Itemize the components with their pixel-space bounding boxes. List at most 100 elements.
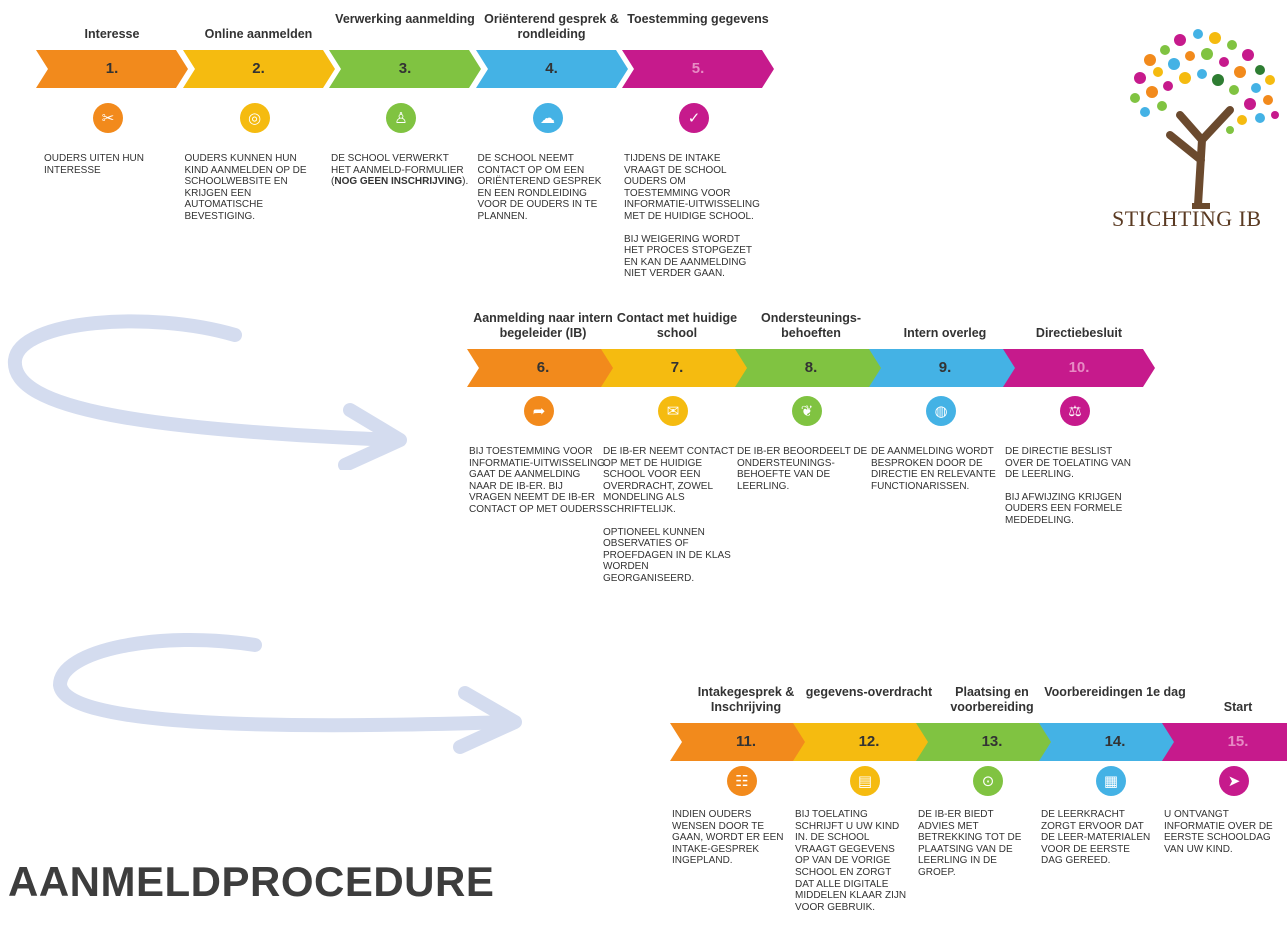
step-description: U ONTVANGT INFORMATIE OVER DE EERSTE SCH… bbox=[1164, 809, 1276, 866]
calendar-icon: ▦ bbox=[1096, 766, 1126, 796]
step-chevron bbox=[916, 723, 1068, 761]
tools-icon: ✂ bbox=[93, 103, 123, 133]
desc-paragraph: OUDERS KUNNEN HUN KIND AANMELDEN OP DE S… bbox=[184, 153, 307, 222]
desc-paragraph: OPTIONEEL KUNNEN OBSERVATIES OF PROEFDAG… bbox=[603, 526, 731, 584]
curved-arrow-row1-to-row2 bbox=[7, 314, 407, 470]
desc-paragraph: DE IB-ER NEEMT CONTACT OP MET DE HUIDIGE… bbox=[603, 446, 735, 515]
desc-text: ). bbox=[462, 176, 469, 188]
desc-paragraph: BIJ AFWIJZING KRIJGEN OUDERS EEN FORMELE… bbox=[1005, 491, 1123, 526]
step-chevron bbox=[601, 349, 753, 387]
step-description: DE SCHOOL VERWERKT HET AANMELD-FORMULIER… bbox=[331, 153, 469, 188]
step-number: 6. bbox=[536, 359, 550, 376]
step-chevron bbox=[1003, 349, 1155, 387]
step-number: 10. bbox=[1068, 359, 1090, 376]
step-number: 4. bbox=[545, 60, 558, 77]
tree-logo-icon bbox=[1130, 29, 1279, 209]
step-title: gegevens-overdracht bbox=[805, 685, 933, 699]
chat-bubbles-icon: ☁ bbox=[532, 103, 563, 133]
step-number: 14. bbox=[1104, 733, 1126, 750]
desc-paragraph: DE IB-ER BIEDT ADVIES MET BETREKKING TOT… bbox=[918, 809, 1022, 878]
desc-paragraph: TIJDENS DE INTAKE VRAAGT DE SCHOOL OUDER… bbox=[624, 153, 760, 222]
step-title: Online aanmelden bbox=[204, 27, 313, 41]
phone-mail-icon: ✉ bbox=[658, 396, 688, 426]
desc-paragraph: BIJ TOESTEMMING VOOR INFORMATIE-UITWISSE… bbox=[469, 446, 605, 515]
step-description: TIJDENS DE INTAKE VRAAGT DE SCHOOL OUDER… bbox=[624, 153, 762, 291]
step-chevron bbox=[36, 50, 188, 88]
location-pin-icon: ⊙ bbox=[973, 766, 1003, 796]
step-description: DE AANMELDING WORDT BESPROKEN DOOR DE DI… bbox=[871, 446, 1009, 503]
desc-paragraph: DE SCHOOL NEEMT CONTACT OP OM EEN ORIËNT… bbox=[477, 153, 602, 222]
desc-paragraph: DE LEERKRACHT ZORGT ERVOOR DAT DE LEER-M… bbox=[1041, 809, 1151, 867]
step-title: Voorbereidingen 1e dag bbox=[1044, 685, 1186, 699]
step-title: Aanmelding naar intern begeleider (IB) bbox=[473, 311, 613, 340]
person-at-desk-icon: ♙ bbox=[386, 103, 416, 133]
step-description: DE SCHOOL NEEMT CONTACT OP OM EEN ORIËNT… bbox=[478, 153, 616, 234]
step-title: Verwerking aanmelding bbox=[335, 12, 475, 26]
step-title: Intakegesprek & Inschrijving bbox=[697, 685, 795, 714]
step-title: Directiebesluit bbox=[1035, 326, 1123, 340]
step-title: Interesse bbox=[84, 27, 140, 41]
step-description: OUDERS UITEN HUN INTERESSE bbox=[44, 153, 182, 187]
step-number: 2. bbox=[252, 60, 265, 77]
step-title: Oriënterend gesprek & rondleiding bbox=[484, 12, 619, 41]
meeting-table-icon: ◍ bbox=[926, 396, 956, 426]
step-description: OUDERS KUNNEN HUN KIND AANMELDEN OP DE S… bbox=[185, 153, 323, 234]
step-description: DE DIRECTIE BESLIST OVER DE TOELATING VA… bbox=[1005, 446, 1143, 538]
desc-paragraph: DE AANMELDING WORDT BESPROKEN DOOR DE DI… bbox=[871, 446, 996, 492]
step-number: 1. bbox=[105, 60, 119, 77]
step-number: 5. bbox=[691, 60, 705, 77]
step-description: BIJ TOESTEMMING VOOR INFORMATIE-UITWISSE… bbox=[469, 446, 607, 527]
support-hands-icon: ❦ bbox=[792, 396, 822, 426]
step-number: 3. bbox=[398, 60, 412, 77]
step-chevron bbox=[869, 349, 1021, 387]
step-chevron bbox=[329, 50, 481, 88]
step-chevron bbox=[793, 723, 945, 761]
stichting-logo bbox=[1110, 20, 1287, 240]
desc-paragraph: BIJ TOELATING SCHRIJFT U UW KIND IN. DE … bbox=[795, 809, 907, 913]
step-number: 7. bbox=[670, 359, 684, 376]
step-chevron bbox=[182, 50, 335, 88]
desc-text: DE SCHOOL VERWERKT HET AANMELD-FORMULIER… bbox=[331, 153, 464, 188]
step-description: DE IB-ER NEEMT CONTACT OP MET DE HUIDIGE… bbox=[603, 446, 741, 596]
step-chevron bbox=[735, 349, 887, 387]
step-chevron bbox=[670, 723, 822, 761]
step-title: Contact met huidige school bbox=[616, 311, 738, 340]
decision-icon: ⚖ bbox=[1060, 396, 1090, 426]
step-number: 15. bbox=[1227, 733, 1249, 750]
step-title: Start bbox=[1223, 700, 1253, 714]
consent-icon: ✓ bbox=[679, 103, 709, 133]
step-chevron bbox=[622, 50, 774, 88]
step-chevron bbox=[475, 50, 628, 88]
step-description: DE LEERKRACHT ZORGT ERVOOR DAT DE LEER-M… bbox=[1041, 809, 1153, 878]
desc-paragraph: OUDERS UITEN HUN INTERESSE bbox=[44, 153, 145, 176]
step-number: 8. bbox=[804, 359, 818, 376]
desc-paragraph: DE DIRECTIE BESLIST OVER DE TOELATING VA… bbox=[1005, 446, 1131, 481]
step-description: INDIEN OUDERS WENSEN DOOR TE GAAN, WORDT… bbox=[672, 809, 784, 878]
step-title: Intern overleg bbox=[903, 326, 987, 340]
globe-icon: ◎ bbox=[239, 103, 270, 133]
forward-arrow-icon: ➦ bbox=[524, 396, 554, 426]
step-title: Toestemming gegevens bbox=[627, 12, 769, 26]
logo-text: STICHTING IB bbox=[1112, 206, 1262, 231]
start-icon: ➤ bbox=[1219, 766, 1249, 796]
desc-paragraph: BIJ WEIGERING WORDT HET PROCES STOPGEZET… bbox=[624, 233, 752, 280]
step-description: BIJ TOELATING SCHRIJFT U UW KIND IN. DE … bbox=[795, 809, 907, 924]
step-chevron bbox=[1162, 723, 1287, 761]
desc-emphasis: NOG GEEN INSCHRIJVING bbox=[334, 176, 463, 188]
desc-paragraph: DE IB-ER BEOORDEELT DE ONDERSTEUNINGS-BE… bbox=[737, 446, 868, 492]
step-description: DE IB-ER BIEDT ADVIES MET BETREKKING TOT… bbox=[918, 809, 1030, 890]
desc-paragraph: INDIEN OUDERS WENSEN DOOR TE GAAN, WORDT… bbox=[672, 809, 784, 867]
page-title: AANMELDPROCEDURE bbox=[8, 858, 495, 905]
step-chevron bbox=[467, 349, 619, 387]
step-number: 13. bbox=[981, 733, 1003, 750]
step-number: 9. bbox=[938, 359, 952, 376]
desc-paragraph: U ONTVANGT INFORMATIE OVER DE EERSTE SCH… bbox=[1164, 809, 1273, 855]
step-number: 12. bbox=[858, 733, 880, 750]
curved-arrow-row2-to-row3 bbox=[52, 633, 522, 754]
document-transfer-icon: ▤ bbox=[850, 766, 880, 796]
group-icon: ☷ bbox=[727, 766, 757, 796]
step-title: Plaatsing en voorbereiding bbox=[950, 685, 1034, 714]
step-number: 11. bbox=[735, 733, 757, 750]
step-description: DE IB-ER BEOORDEELT DE ONDERSTEUNINGS-BE… bbox=[737, 446, 875, 503]
step-title: Ondersteunings-behoeften bbox=[760, 311, 861, 340]
